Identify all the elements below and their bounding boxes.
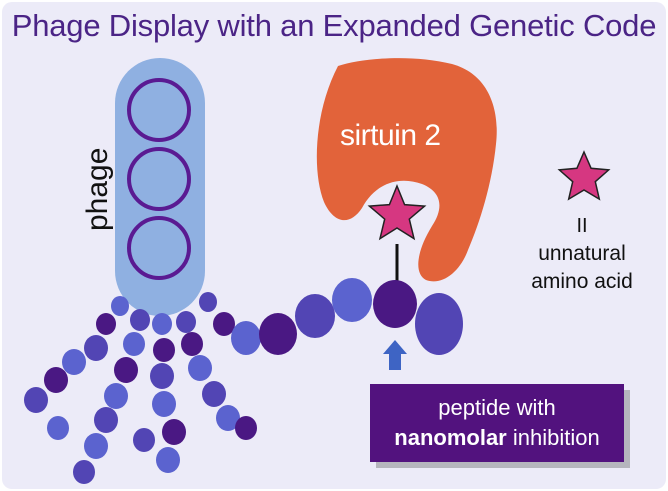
bound-star-icon [367,184,427,241]
peptide-callout-emphasis: nanomolar [394,425,507,450]
peptide-callout-rest: inhibition [506,425,600,450]
peptide-callout-line-2: nanomolar inhibition [370,423,624,453]
phage-ring-top [127,78,191,142]
sirtuin-label: sirtuin 2 [340,119,441,152]
peptide-bead [213,312,235,336]
peptide-bead [259,313,297,355]
peptide-bead [231,321,261,355]
peptide-bead [332,278,372,322]
peptide-bead [415,293,463,355]
legend-line-1: unnatural [538,242,626,265]
peptide-callout: peptide with nanomolar inhibition [370,384,624,462]
peptide-bead [199,292,217,312]
legend-star-icon [557,150,611,201]
unnatural-amino-acid-legend: II unnatural amino acid [527,212,637,296]
peptide-callout-line-1: peptide with [438,395,556,420]
legend-line-2: amino acid [531,270,633,293]
legend-separator: II [576,215,588,237]
diagram-title: Phage Display with an Expanded Genetic C… [11,8,657,43]
peptide-bead [295,294,335,338]
sirtuin-2-enzyme [316,58,497,282]
phage-capsule [115,58,205,316]
phage-ring-middle [127,147,191,211]
phage-tentacles [24,296,257,484]
peptide-bead-uaa [373,280,417,328]
phage-label: phage [81,147,114,231]
phage-ring-bottom [127,216,191,280]
up-arrow-icon [383,340,407,370]
